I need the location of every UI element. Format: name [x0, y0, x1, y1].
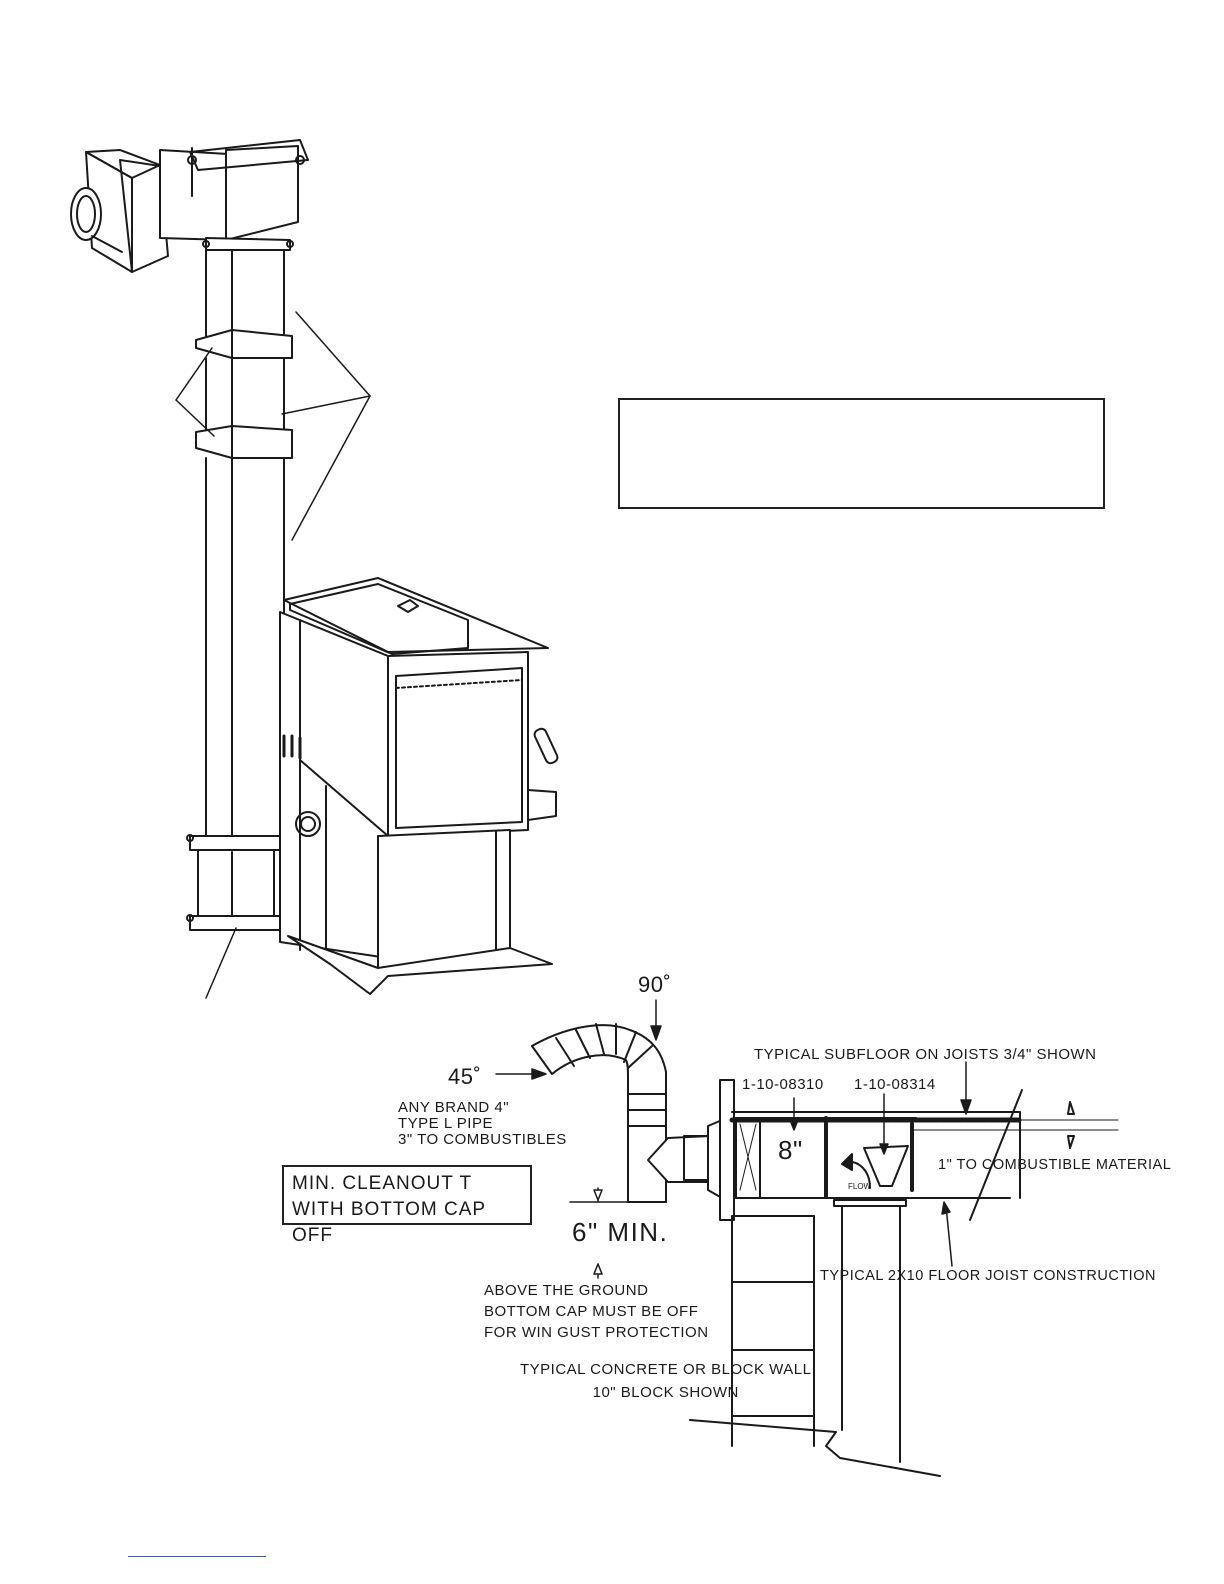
six-inch-min-label: 6" MIN. — [572, 1217, 669, 1247]
combustible-label: 1" TO COMBUSTIBLE MATERIAL — [938, 1157, 1172, 1173]
part-number-b: 1-10-08314 — [854, 1076, 936, 1093]
ground-note-line-3: FOR WIN GUST PROTECTION — [484, 1324, 709, 1341]
pellet-stove — [279, 577, 559, 995]
pipe-note: ANY BRAND 4" TYPE L PIPE 3" TO COMBUSTIB… — [398, 1100, 567, 1148]
notice-box — [618, 398, 1105, 509]
pipe-elbow-assembly — [531, 1023, 1119, 1477]
wall-note: TYPICAL CONCRETE OR BLOCK WALL 10" BLOCK… — [520, 1358, 811, 1404]
ground-note-line-2: BOTTOM CAP MUST BE OFF — [484, 1303, 699, 1320]
angle-90-label: 90˚ — [638, 972, 672, 997]
pipe-note-line-2: TYPE L PIPE — [398, 1115, 493, 1132]
footer-link-rule — [128, 1556, 266, 1557]
pipe-note-line-3: 3" TO COMBUSTIBLES — [398, 1131, 567, 1148]
cleanout-line-1: MIN. CLEANOUT T — [292, 1173, 473, 1194]
joist-label: TYPICAL 2X10 FLOOR JOIST CONSTRUCTION — [820, 1268, 1156, 1284]
subfloor-label: TYPICAL SUBFLOOR ON JOISTS 3/4" SHOWN — [754, 1046, 1097, 1063]
leader-lines — [175, 311, 371, 999]
pipe-note-line-1: ANY BRAND 4" — [398, 1099, 510, 1116]
dimension-arrows — [495, 999, 972, 1279]
eight-inch-label: 8" — [778, 1135, 803, 1165]
vent-termination-cap — [70, 149, 169, 273]
vertical-vent-pipe — [186, 237, 294, 931]
ground-note: ABOVE THE GROUND BOTTOM CAP MUST BE OFF … — [484, 1280, 709, 1343]
horizontal-vent-pipe — [159, 139, 309, 241]
flow-label: FLOW — [848, 1182, 872, 1191]
wall-note-line-2: 10" BLOCK SHOWN — [592, 1384, 739, 1401]
part-number-a: 1-10-08310 — [742, 1076, 824, 1093]
cleanout-box: MIN. CLEANOUT T WITH BOTTOM CAP OFF — [282, 1165, 532, 1246]
cleanout-line-2: WITH BOTTOM CAP OFF — [292, 1199, 486, 1246]
angle-45-label: 45˚ — [448, 1064, 482, 1089]
ground-note-line-1: ABOVE THE GROUND — [484, 1282, 649, 1299]
wall-note-line-1: TYPICAL CONCRETE OR BLOCK WALL — [520, 1361, 812, 1378]
